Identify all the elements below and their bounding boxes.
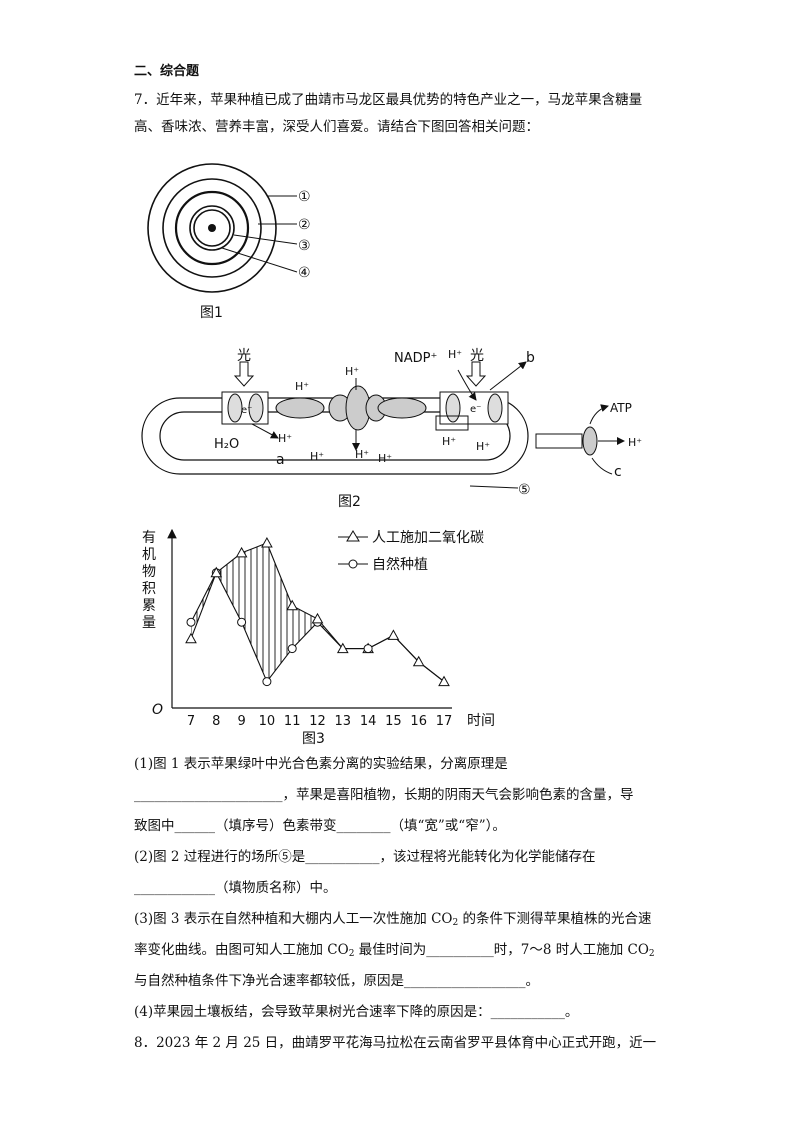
fig2-h2o: H₂O bbox=[214, 437, 239, 452]
q1-line-c: 致图中______（填序号）色素带变________（填“宽”或“窄”）。 bbox=[134, 818, 506, 834]
ylabel-char: 机 bbox=[142, 547, 156, 563]
fig3-xticks: 7 8 9 10 11 12 13 14 15 16 17 bbox=[187, 714, 452, 729]
origin-dot bbox=[208, 224, 216, 232]
artificial-point bbox=[235, 546, 248, 558]
fig2-h-2: H⁺ bbox=[345, 365, 359, 378]
q3-line-b: 率变化曲线。由图可知人工施加 CO2 最佳时间为__________时，7～8 … bbox=[134, 942, 655, 959]
x-tick-label: 17 bbox=[436, 714, 453, 729]
artificial-point bbox=[387, 629, 400, 640]
fig1-label-1: ① bbox=[298, 189, 311, 205]
fig2-h-6: H⁺ bbox=[378, 452, 392, 465]
ylabel-char: 物 bbox=[142, 564, 156, 580]
pigment-ring-3 bbox=[174, 190, 250, 266]
pigment-ring-2 bbox=[162, 178, 262, 278]
fig2-caption: 图2 bbox=[338, 494, 361, 510]
atp-synthase bbox=[582, 426, 598, 456]
ylabel-char: 量 bbox=[142, 615, 156, 631]
fig1-label-2: ② bbox=[298, 217, 311, 233]
natural-point bbox=[237, 617, 247, 627]
fig2-e-left: e⁻ bbox=[241, 405, 252, 416]
artificial-point bbox=[210, 566, 223, 578]
fig3-caption: 图3 bbox=[302, 731, 325, 747]
pigment-ring-4 bbox=[189, 205, 235, 251]
q1-line-a: (1)图 1 表示苹果绿叶中光合色素分离的实验结果，分离原理是 bbox=[134, 756, 508, 772]
section-heading: 二、综合题 bbox=[134, 64, 200, 79]
figure-1: ① ② ③ ④ 图1 bbox=[147, 163, 311, 321]
q3-line-c: 与自然种植条件下净光合速率都较低，原因是__________________。 bbox=[134, 973, 539, 989]
q3-line-a: (3)图 3 表示在自然种植和大棚内人工一次性施加 CO2 的条件下测得苹果植株… bbox=[134, 911, 652, 928]
artificial-point bbox=[286, 599, 299, 611]
fig3-xlabel: 时间 bbox=[467, 713, 495, 729]
q7-line1: 7．近年来，苹果种植已成了曲靖市马龙区最具优势的特色产业之一，马龙苹果含糖量 bbox=[134, 92, 643, 108]
q7-line2: 高、香味浓、营养丰富，深受人们喜爱。请结合下图回答相关问题： bbox=[134, 119, 539, 135]
fig2-h-out: H⁺ bbox=[628, 436, 642, 449]
q2-line-a: (2)图 2 过程进行的场所⑤是___________，该过程将光能转化为化学能… bbox=[134, 849, 596, 865]
thylakoid-outer bbox=[141, 397, 529, 475]
artificial-point bbox=[185, 632, 197, 644]
artificial-point bbox=[336, 642, 349, 654]
figure-2: e⁻ e⁻ 光 光 NADP⁺ H⁺ b H⁺ H⁺ H₂O H⁺ a H⁺ H… bbox=[141, 348, 642, 510]
fig2-h-top: H⁺ bbox=[448, 348, 462, 361]
q8-line: 8．2023 年 2 月 25 日，曲靖罗平花海马拉松在云南省罗平县体育中心正式… bbox=[134, 1035, 657, 1051]
q2-line-b: ____________（填物质名称）中。 bbox=[134, 880, 337, 896]
artificial-point bbox=[261, 536, 273, 548]
ylabel-char: 累 bbox=[142, 598, 156, 614]
hatched-area-polygon bbox=[191, 543, 444, 682]
fig2-h-8: H⁺ bbox=[476, 440, 490, 453]
fig1-caption: 图1 bbox=[200, 305, 223, 321]
fig1-label-4: ④ bbox=[298, 265, 311, 281]
legend-triangle-marker bbox=[346, 530, 360, 542]
x-tick-label: 12 bbox=[309, 714, 326, 729]
ylabel-char: 积 bbox=[142, 581, 156, 597]
artificial-point bbox=[311, 612, 324, 624]
x-tick-label: 11 bbox=[284, 714, 301, 729]
natural-point bbox=[287, 644, 297, 654]
ylabel-char: 有 bbox=[142, 530, 156, 546]
pigment-ring-1 bbox=[147, 163, 277, 293]
fig2-nadp: NADP⁺ bbox=[394, 351, 437, 366]
natural-point bbox=[186, 617, 196, 627]
fig2-h-1: H⁺ bbox=[295, 380, 309, 393]
fig2-label-5: ⑤ bbox=[518, 482, 531, 498]
cytochrome-complex bbox=[275, 397, 325, 419]
fig2-c: c bbox=[614, 464, 622, 480]
legend-artificial: 人工施加二氧化碳 bbox=[372, 530, 484, 546]
fig2-e-right: e⁻ bbox=[470, 404, 481, 415]
natural-point bbox=[363, 644, 373, 654]
x-tick-label: 13 bbox=[335, 714, 352, 729]
x-tick-label: 9 bbox=[237, 714, 245, 729]
artificial-point bbox=[438, 675, 450, 687]
q4-line: (4)苹果园土壤板结，会导致苹果树光合速率下降的原因是：___________。 bbox=[134, 1004, 579, 1020]
hatched-difference-area bbox=[191, 543, 444, 682]
fig2-h-7: H⁺ bbox=[442, 435, 456, 448]
fig2-h-5: H⁺ bbox=[355, 448, 369, 461]
legend-circle-marker bbox=[348, 559, 358, 569]
atp-synthase-channel bbox=[535, 433, 583, 449]
x-tick-label: 16 bbox=[410, 714, 427, 729]
fig2-a: a bbox=[276, 452, 285, 468]
x-tick-label: 8 bbox=[212, 714, 220, 729]
fig2-atp: ATP bbox=[610, 401, 632, 415]
fig2-h-3: H⁺ bbox=[278, 432, 292, 445]
fig2-h-4: H⁺ bbox=[310, 450, 324, 463]
x-tick-label: 14 bbox=[360, 714, 377, 729]
fig3-origin: O bbox=[152, 702, 163, 718]
artificial-point bbox=[412, 655, 425, 667]
fig3-plot bbox=[185, 536, 450, 687]
q1-line-b: ______________________，苹果是喜阳植物，长期的阴雨天气会影… bbox=[134, 787, 634, 803]
x-tick-label: 10 bbox=[259, 714, 276, 729]
pigment-ring-5 bbox=[193, 209, 231, 247]
fig2-light-left: 光 bbox=[237, 348, 251, 364]
legend-natural: 自然种植 bbox=[372, 556, 428, 573]
natural-point bbox=[262, 677, 272, 687]
x-tick-label: 15 bbox=[385, 714, 402, 729]
fig2-light-right: 光 bbox=[470, 348, 484, 364]
x-tick-label: 7 bbox=[187, 714, 195, 729]
fig2-b: b bbox=[526, 350, 535, 366]
fig1-label-3: ③ bbox=[298, 238, 311, 254]
